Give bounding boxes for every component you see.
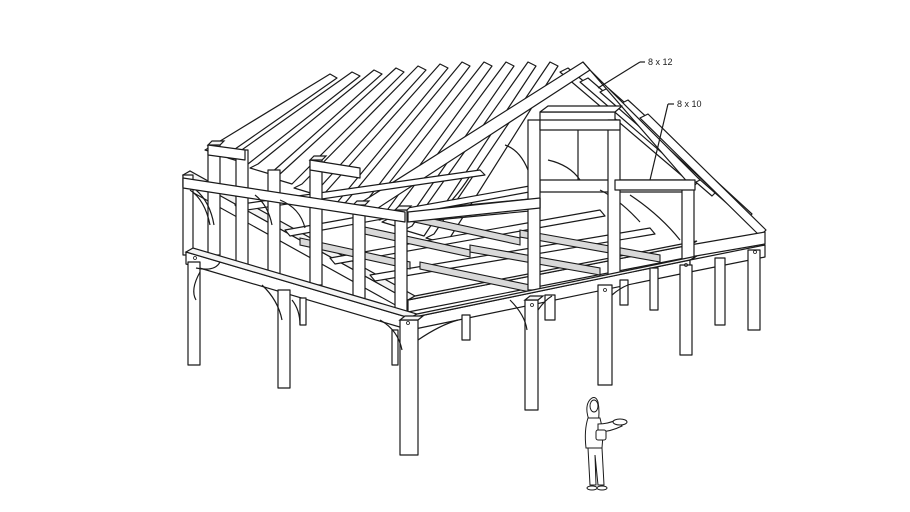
rafters-left-slope: [204, 61, 559, 245]
callout-post-label: 8 x 10: [677, 99, 702, 109]
callout-ridge-beam-label: 8 x 12: [648, 57, 673, 67]
callout-ridge-beam: 8 x 12: [597, 57, 673, 89]
person-figure: [584, 397, 628, 491]
joint-markers: [193, 250, 757, 325]
upper-braces: [189, 144, 681, 241]
main-braces: [193, 261, 629, 351]
upper-girts: [182, 119, 696, 223]
main-posts: [187, 249, 761, 456]
main-frame: [184, 244, 766, 331]
callout-post: 8 x 10: [649, 99, 702, 181]
